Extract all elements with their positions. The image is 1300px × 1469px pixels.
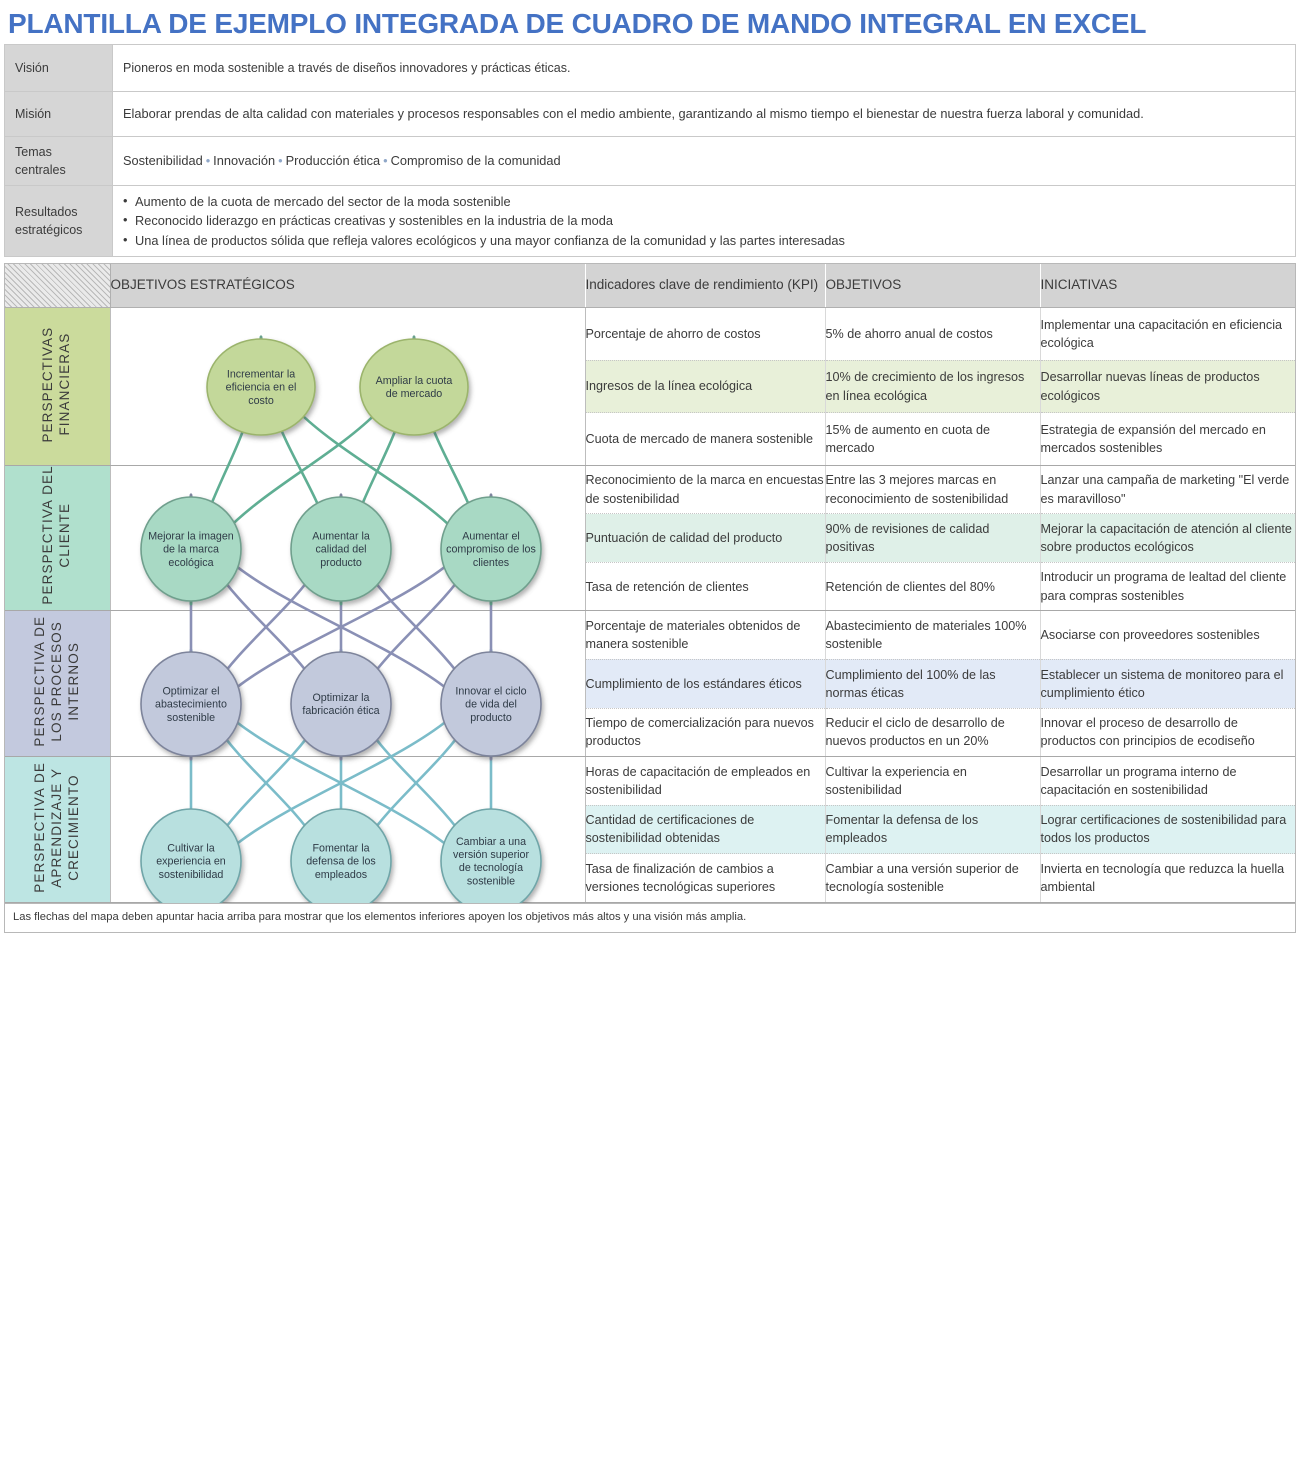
perspective-label-learning: PERSPECTIVA DE APRENDIZAJE Y CRECIMIENTO	[5, 756, 111, 903]
theme-item: Producción ética	[285, 152, 381, 168]
target-cell: 90% de revisiones de calidad positivas	[825, 513, 1041, 563]
theme-separator-dot: •	[383, 152, 388, 168]
target-cell: 10% de crecimiento de los ingresos en lí…	[825, 360, 1041, 414]
outcomes-label: Resultados estratégicos	[4, 185, 113, 257]
perspective-label-text: PERSPECTIVA DE APRENDIZAJE Y CRECIMIENTO	[31, 761, 81, 893]
map-footnote: Las flechas del mapa deben apuntar hacia…	[4, 902, 1296, 933]
kpi-cell: Tasa de finalización de cambios a versio…	[585, 853, 826, 903]
themes-label: Temas centrales	[4, 135, 113, 187]
kpi-cell: Reconocimiento de la marca en encuestas …	[585, 465, 826, 515]
theme-item: Innovación	[213, 152, 276, 168]
target-cell: 15% de aumento en cuota de mercado	[825, 412, 1041, 466]
initiative-cell: Lograr certificaciones de sostenibilidad…	[1040, 805, 1295, 855]
title-bar: PLANTILLA DE EJEMPLO INTEGRADA DE CUADRO…	[0, 0, 1300, 44]
objectives-map-cell-financial	[110, 307, 586, 466]
table-row: Tiempo de comercialización para nuevos p…	[5, 708, 1295, 758]
initiative-cell: Invierta en tecnología que reduzca la hu…	[1040, 853, 1295, 903]
target-cell: Abastecimiento de materiales 100% sosten…	[825, 610, 1041, 660]
outcomes-value: Aumento de la cuota de mercado del secto…	[112, 185, 1296, 257]
theme-item: Sostenibilidad	[123, 152, 203, 168]
initiative-cell: Estrategia de expansión del mercado en m…	[1040, 412, 1295, 466]
outcome-item: Aumento de la cuota de mercado del secto…	[123, 191, 1285, 211]
vision-row: Visión Pioneros en moda sostenible a tra…	[4, 44, 1296, 92]
target-cell: Cumplimiento del 100% de las normas étic…	[825, 659, 1041, 709]
target-cell: 5% de ahorro anual de costos	[825, 307, 1041, 361]
perspective-label-process: PERSPECTIVA DE LOS PROCESOS INTERNOS	[5, 610, 111, 758]
mission-label: Misión	[4, 91, 113, 137]
kpi-cell: Tiempo de comercialización para nuevos p…	[585, 708, 826, 758]
scorecard-body: PERSPECTIVAS FINANCIERAS Porcentaje de ah…	[5, 307, 1295, 903]
mission-row: Misión Elaborar prendas de alta calidad …	[4, 91, 1296, 137]
kpi-cell: Ingresos de la línea ecológica	[585, 360, 826, 414]
kpi-cell: Puntuación de calidad del producto	[585, 513, 826, 563]
corner-hatch-cell	[5, 263, 111, 309]
objectives-map-cell-process	[110, 610, 586, 758]
initiative-cell: Desarrollar nuevas líneas de productos e…	[1040, 360, 1295, 414]
theme-separator-dot: •	[278, 152, 283, 168]
kpi-cell: Porcentaje de ahorro de costos	[585, 307, 826, 361]
kpi-cell: Cuota de mercado de manera sostenible	[585, 412, 826, 466]
outcomes-label-text: Resultados estratégicos	[15, 204, 83, 238]
table-row: PERSPECTIVA DE APRENDIZAJE Y CRECIMIENTO…	[5, 756, 1295, 903]
kpi-cell: Porcentaje de materiales obtenidos de ma…	[585, 610, 826, 660]
initiative-cell: Innovar el proceso de desarrollo de prod…	[1040, 708, 1295, 758]
strategy-info-table: Visión Pioneros en moda sostenible a tra…	[4, 44, 1296, 257]
table-row: PERSPECTIVA DE LOS PROCESOS INTERNOS Porc…	[5, 610, 1295, 758]
themes-value: Sostenibilidad•Innovación•Producción éti…	[112, 135, 1296, 187]
mission-value: Elaborar prendas de alta calidad con mat…	[112, 91, 1296, 137]
initiative-cell: Lanzar una campaña de marketing "El verd…	[1040, 465, 1295, 515]
themes-list: Sostenibilidad•Innovación•Producción éti…	[123, 153, 561, 168]
initiative-cell: Desarrollar un programa interno de capac…	[1040, 756, 1295, 806]
target-cell: Cultivar la experiencia en sostenibilida…	[825, 756, 1041, 806]
target-cell: Reducir el ciclo de desarrollo de nuevos…	[825, 708, 1041, 758]
theme-separator-dot: •	[205, 152, 211, 168]
objectives-map-cell-customer	[110, 465, 586, 612]
vision-label: Visión	[4, 44, 113, 92]
header-objectives: OBJETIVOS ESTRATÉGICOS	[110, 263, 586, 309]
initiative-cell: Mejorar la capacitación de atención al c…	[1040, 513, 1295, 563]
vision-value: Pioneros en moda sostenible a través de …	[112, 44, 1296, 92]
scorecard-header-row: OBJETIVOS ESTRATÉGICOS Indicadores clave…	[5, 263, 1295, 309]
table-row: PERSPECTIVA DEL CLIENTE Reconocimiento de…	[5, 465, 1295, 612]
objectives-map-cell-learning	[110, 756, 586, 903]
perspective-label-text: PERSPECTIVAS FINANCIERAS	[40, 326, 73, 442]
target-cell: Entre las 3 mejores marcas en reconocimi…	[825, 465, 1041, 515]
balanced-scorecard: OBJETIVOS ESTRATÉGICOS Indicadores clave…	[4, 262, 1296, 903]
outcomes-row: Resultados estratégicos Aumento de la cu…	[4, 185, 1296, 257]
initiative-cell: Implementar una capacitación en eficienc…	[1040, 307, 1295, 361]
header-targets: OBJETIVOS	[825, 263, 1041, 309]
target-cell: Cambiar a una versión superior de tecnol…	[825, 853, 1041, 903]
outcomes-list: Aumento de la cuota de mercado del secto…	[123, 191, 1285, 250]
target-cell: Fomentar la defensa de los empleados	[825, 805, 1041, 855]
table-row: Cantidad de certificaciones de sostenibi…	[5, 805, 1295, 855]
themes-label-text: Temas centrales	[15, 145, 66, 178]
outcome-item: Una línea de productos sólida que reflej…	[123, 230, 1285, 250]
kpi-cell: Tasa de retención de clientes	[585, 562, 826, 612]
kpi-cell: Horas de capacitación de empleados en so…	[585, 756, 826, 806]
initiative-cell: Introducir un programa de lealtad del cl…	[1040, 562, 1295, 612]
perspective-label-financial: PERSPECTIVAS FINANCIERAS	[5, 307, 111, 466]
kpi-cell: Cumplimiento de los estándares éticos	[585, 659, 826, 709]
outcome-item: Reconocido liderazgo en prácticas creati…	[123, 210, 1285, 230]
initiative-cell: Establecer un sistema de monitoreo para …	[1040, 659, 1295, 709]
scorecard-table: OBJETIVOS ESTRATÉGICOS Indicadores clave…	[5, 263, 1295, 903]
header-initiatives: INICIATIVAS	[1040, 263, 1295, 309]
page-title: PLANTILLA DE EJEMPLO INTEGRADA DE CUADRO…	[8, 8, 1147, 39]
initiative-cell: Asociarse con proveedores sostenibles	[1040, 610, 1295, 660]
table-row: Tasa de finalización de cambios a versio…	[5, 853, 1295, 903]
theme-item: Compromiso de la comunidad	[390, 152, 561, 168]
themes-row: Temas centrales Sostenibilidad•Innovació…	[4, 135, 1296, 187]
perspective-label-text: PERSPECTIVA DE LOS PROCESOS INTERNOS	[31, 615, 81, 747]
target-cell: Retención de clientes del 80%	[825, 562, 1041, 612]
kpi-cell: Cantidad de certificaciones de sostenibi…	[585, 805, 826, 855]
header-kpi: Indicadores clave de rendimiento (KPI)	[585, 263, 826, 309]
table-row: PERSPECTIVAS FINANCIERAS Porcentaje de ah…	[5, 307, 1295, 466]
perspective-label-text: PERSPECTIVA DEL CLIENTE	[40, 466, 73, 606]
perspective-label-customer: PERSPECTIVA DEL CLIENTE	[5, 465, 111, 612]
